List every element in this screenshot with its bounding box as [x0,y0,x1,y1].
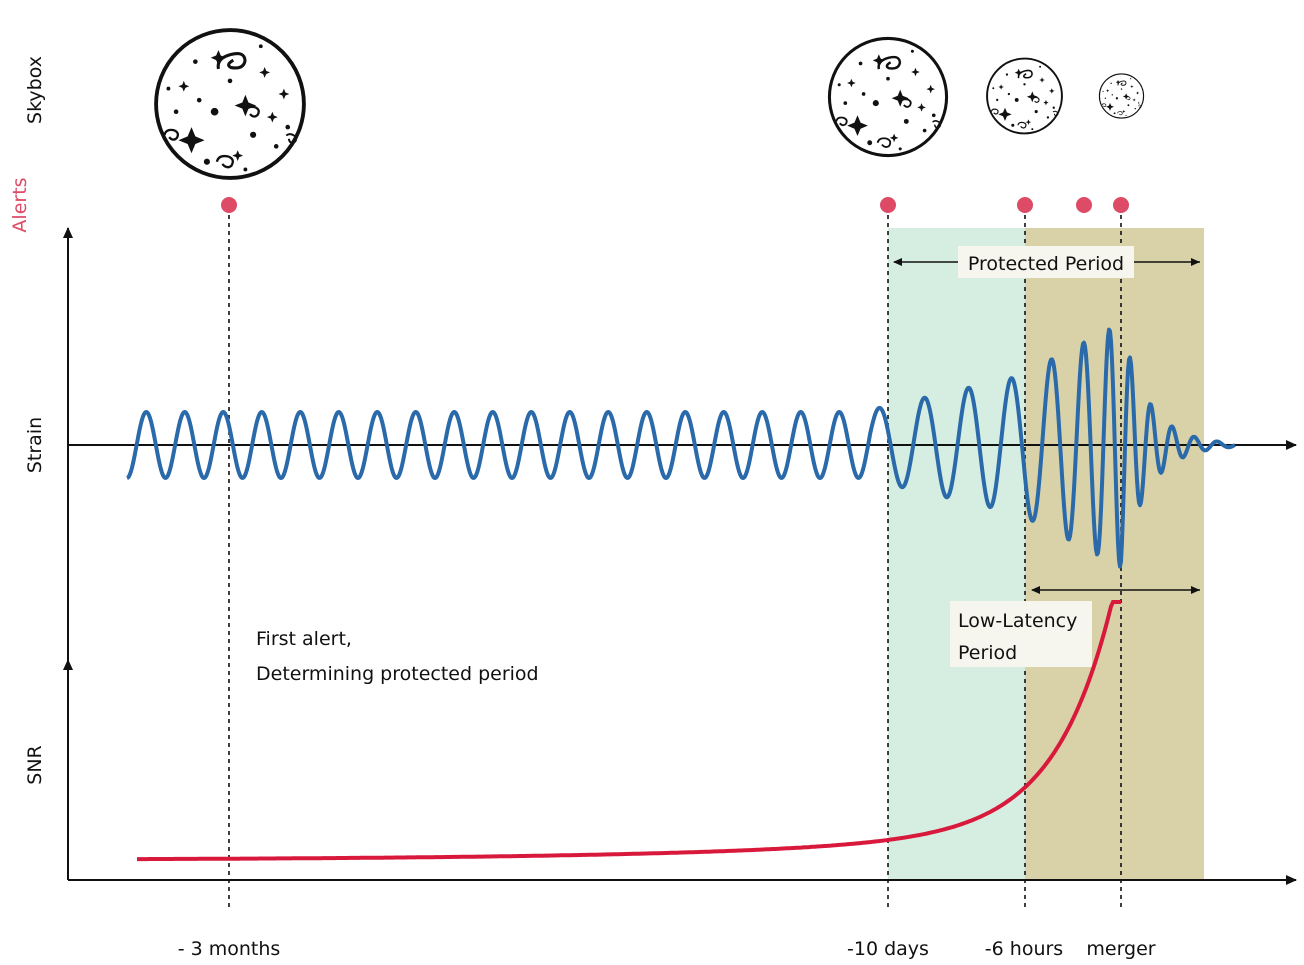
strain-waveform [126,327,1236,569]
row-label-strain: Strain [24,417,46,473]
row-label-snr: SNR [24,745,46,784]
low-latency-label-line1: Low-Latency [958,610,1077,632]
snr-curve [137,600,1121,862]
protected-period-label: Protected Period [968,253,1124,275]
galaxy-skybox-icon [1098,73,1145,119]
alert-dot-3-months [221,197,237,213]
first-alert-line1: First alert, [256,628,352,650]
galaxy-skybox-icon [986,57,1063,135]
tick-label-merger: merger [1086,938,1155,960]
first-alert-line2: Determining protected period [256,663,539,685]
tick-label-3-months: - 3 months [178,938,281,960]
protected-period-region [888,228,1025,880]
low-latency-period-region [1025,228,1204,880]
low-latency-label-bg [950,601,1092,667]
alert-dot-merger [1113,197,1129,213]
galaxy-skybox-icon [156,30,304,178]
tick-label-6-hours: -6 hours [985,938,1063,960]
alert-dot-6-hours [1017,197,1033,213]
tick-label-10-days: -10 days [847,938,929,960]
protected-period-label-bg [958,246,1134,278]
alert-dot-10-days [880,197,896,213]
alert-dot-pre-merger [1076,197,1092,213]
low-latency-label-line2: Period [958,642,1017,664]
row-label-skybox: Skybox [24,56,46,124]
row-label-alerts: Alerts [9,177,31,232]
galaxy-skybox-icon [827,36,949,158]
